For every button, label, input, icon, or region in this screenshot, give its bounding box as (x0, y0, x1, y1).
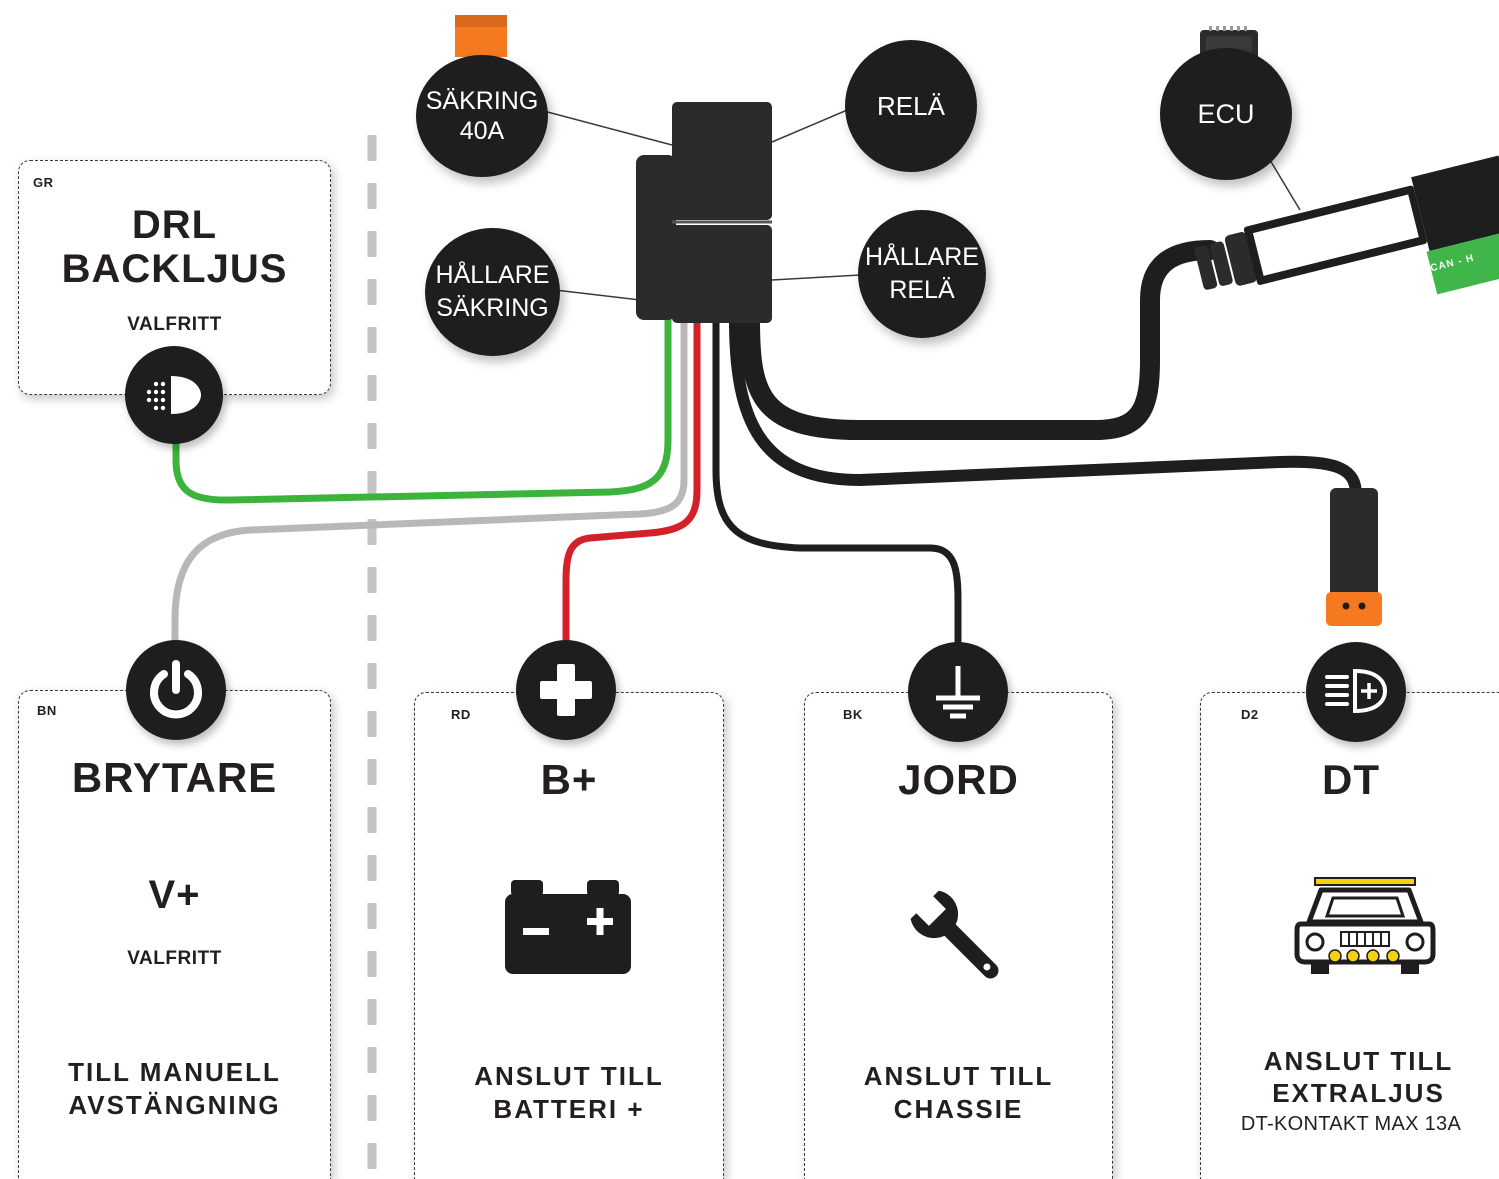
fuse-label-line1: SÄKRING (425, 87, 539, 115)
battery-title: B+ (540, 756, 598, 803)
dt-code: D2 (1241, 707, 1259, 722)
can-connector (1194, 155, 1499, 295)
power-icon (126, 640, 226, 740)
dt-desc-line1: ANSLUT TILL (1263, 1046, 1454, 1076)
ground-desc-line1: ANSLUT TILL (863, 1061, 1054, 1091)
relay-holder-line1: HÅLLARE (865, 243, 979, 271)
switch-code: BN (37, 703, 57, 718)
dt-connector (1326, 488, 1382, 626)
battery-card: RD B+ ANSLUT TILL BATTERI + (414, 692, 724, 1179)
dt-note: DT-KONTAKT MAX 13A (1240, 1113, 1462, 1135)
fuse-holder-line1: HÅLLARE (435, 261, 550, 289)
dt-card: D2 DT ANSLUT TILL EXTRALJUS DT-KONTAKT M… (1200, 692, 1499, 1179)
leader-lines (539, 107, 1301, 301)
fuse-holder-line2: SÄKRING (436, 294, 549, 322)
switch-desc-line1: TILL MANUELL (68, 1057, 281, 1087)
switch-desc-line2: AVSTÄNGNING (68, 1090, 281, 1120)
drl-title-line1: DRL (131, 203, 218, 247)
plus-icon (516, 640, 616, 740)
fuse-label-line2: 40A (459, 117, 505, 145)
battery-wire (562, 316, 701, 664)
ecu-label: ECU (1197, 98, 1255, 129)
ground-card: BK JORD ANSLUT TILL CHASSIE (804, 692, 1113, 1179)
dt-desc-line2: EXTRALJUS (1272, 1078, 1445, 1108)
fuse-holder-bubble: HÅLLARE SÄKRING (425, 228, 560, 356)
ecu-cable (740, 240, 1220, 440)
ecu-bubble: ECU (1160, 48, 1292, 180)
headlight-icon (1306, 642, 1406, 742)
dt-title: DT (1322, 756, 1380, 803)
drl-code: GR (33, 175, 54, 190)
battery-desc-line2: BATTERI + (493, 1094, 645, 1124)
ground-wire (712, 316, 962, 664)
battery-icon (505, 880, 631, 974)
relay-block (636, 102, 772, 323)
ground-code: BK (843, 707, 863, 722)
wrench-icon (910, 890, 999, 979)
fuse-icon (455, 15, 507, 78)
drl-lamp-icon (125, 346, 223, 444)
relay-bubble: RELÄ (845, 40, 977, 172)
battery-desc-line1: ANSLUT TILL (474, 1061, 664, 1091)
drl-subtitle: VALFRITT (127, 314, 222, 335)
ground-desc-line2: CHASSIE (893, 1094, 1024, 1124)
relay-holder-line2: RELÄ (889, 276, 955, 304)
ground-icon (908, 642, 1008, 742)
drl-wire (172, 316, 672, 504)
drl-title-line2: BACKLJUS (61, 247, 288, 291)
switch-title: BRYTARE (71, 754, 278, 801)
offroad-car-icon (1294, 877, 1436, 974)
switch-value: V+ (148, 873, 201, 917)
dt-cable (729, 314, 1362, 501)
switch-subtitle: VALFRITT (127, 948, 222, 969)
ground-title: JORD (898, 756, 1019, 803)
relay-holder-bubble: HÅLLARE RELÄ (858, 210, 986, 338)
relay-label: RELÄ (877, 90, 945, 121)
switch-wire (171, 316, 688, 664)
switch-card: BN BRYTARE V+ VALFRITT TILL MANUELL AVST… (18, 690, 331, 1179)
battery-code: RD (451, 707, 471, 722)
